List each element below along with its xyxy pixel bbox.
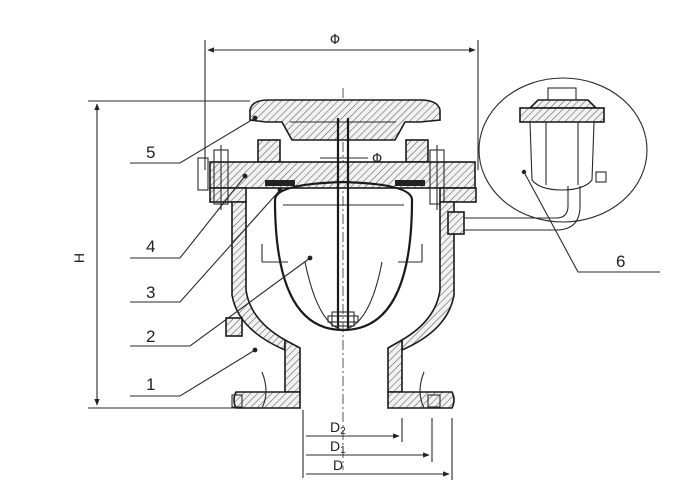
callout-4: 4 [146,237,155,256]
d2-label: D2 [330,419,346,437]
callout-2: 2 [146,327,155,346]
d1-label: D1 [330,438,346,456]
upper-flange [197,145,477,210]
d-label: D [333,457,343,473]
callout-1: 1 [146,375,155,394]
callout-numbers: 5 4 3 2 1 6 [146,143,625,394]
auxiliary-valve-detail [478,77,648,223]
leader-lines [130,115,660,397]
bottom-diameter-dimensions: D2 D1 D [302,410,453,480]
side-pipe [447,186,581,235]
internal-dimension: Φ [320,152,382,167]
overall-width-label: Φ [330,33,340,48]
internal-dim-symbol: Φ [372,152,382,167]
callout-6: 6 [616,252,625,271]
float-ball [261,118,423,332]
height-dimension: H [71,100,250,409]
callout-5: 5 [146,143,155,162]
valve-body [225,201,455,409]
callout-3: 3 [146,283,155,302]
top-cover [249,99,441,163]
height-label: H [71,253,87,263]
